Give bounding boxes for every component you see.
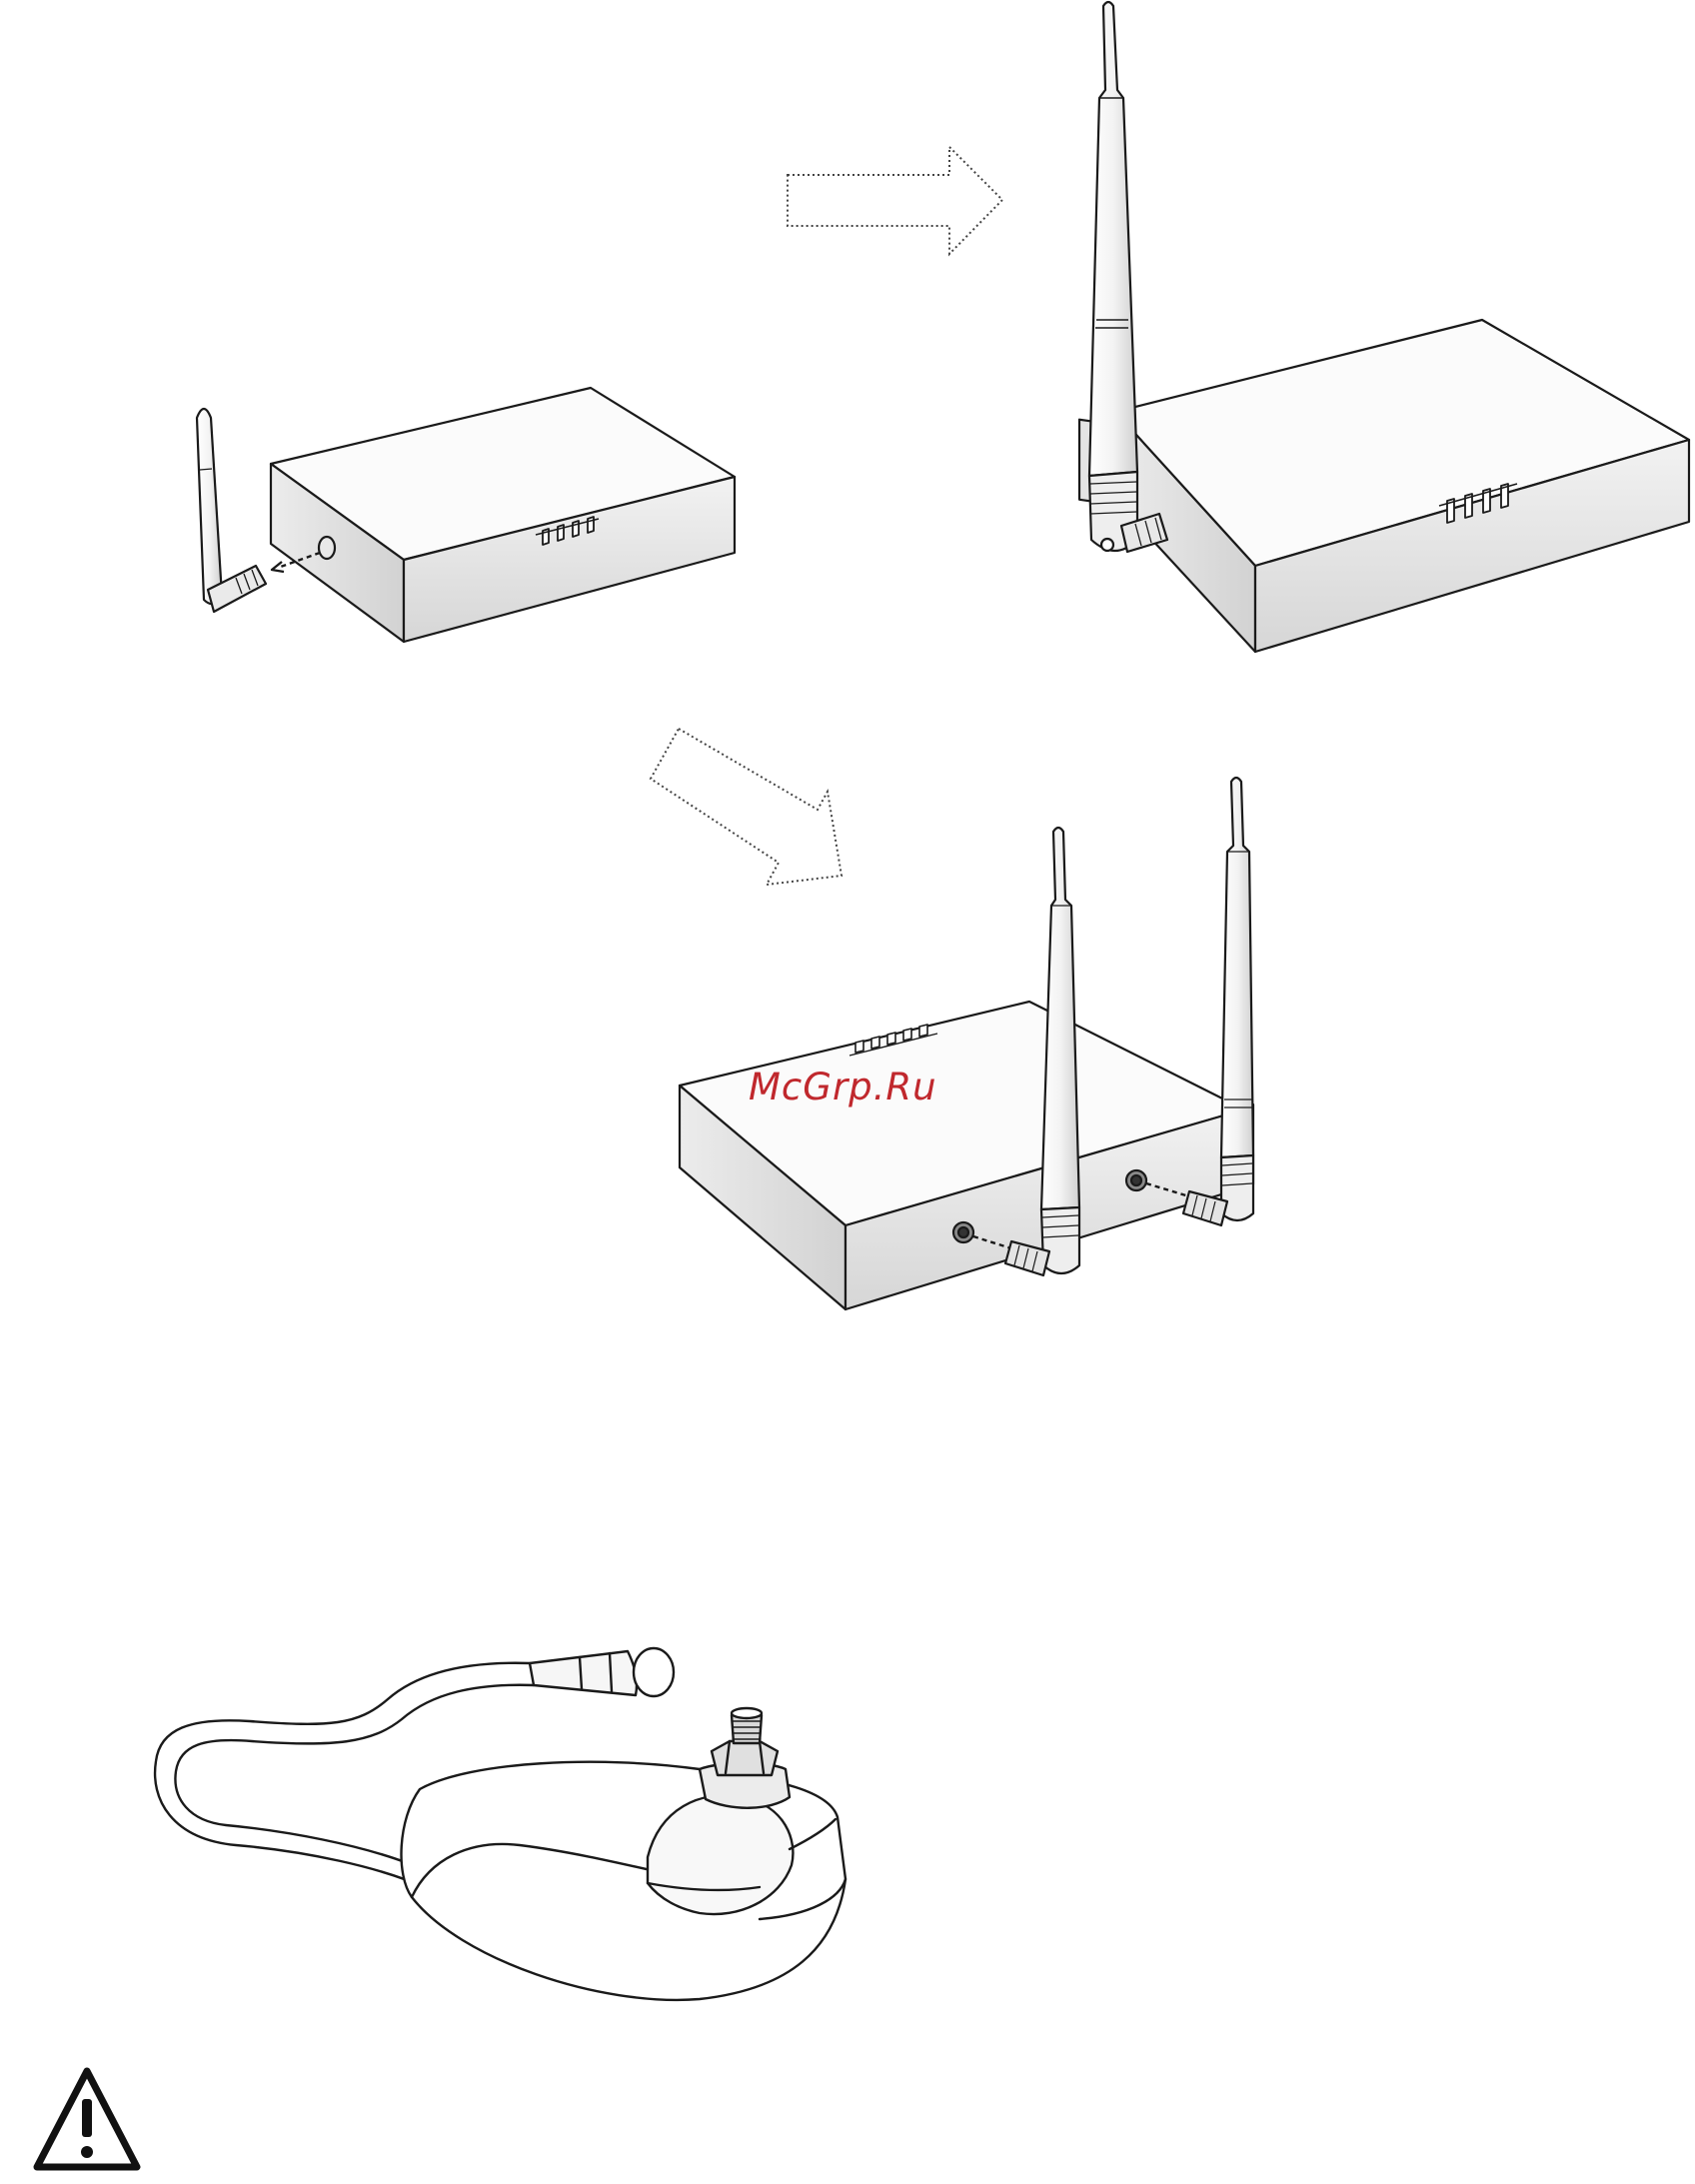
antenna-port <box>319 537 335 559</box>
antenna-port-right <box>1126 1170 1146 1190</box>
router-single-antenna-large <box>1079 2 1689 652</box>
magnetic-antenna-base-with-cable <box>155 1648 846 2000</box>
watermark-text: McGrp.Ru <box>749 1066 937 1108</box>
dotted-arrow-down-right-icon <box>651 729 842 885</box>
antenna-port-left <box>953 1222 973 1242</box>
warning-triangle-icon <box>37 2071 137 2167</box>
cable-connector <box>530 1651 637 1695</box>
connector-nut <box>712 1741 778 1775</box>
router-dual-antenna <box>680 778 1253 1309</box>
router-single-antenna-small <box>197 388 735 642</box>
antenna <box>197 409 266 612</box>
dotted-arrow-right-icon <box>788 147 1002 254</box>
